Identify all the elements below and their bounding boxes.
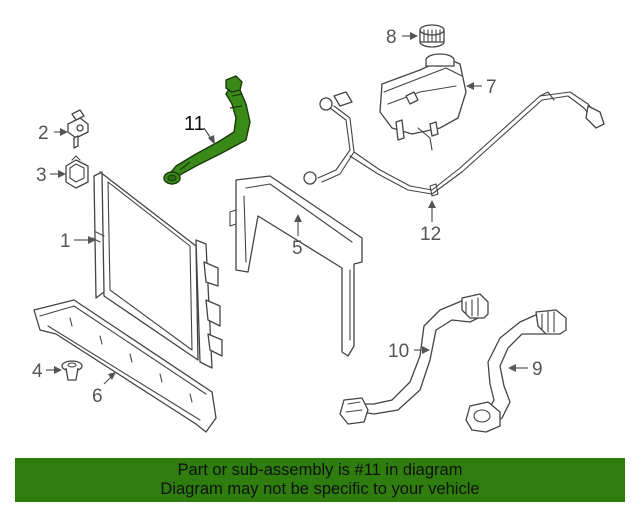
part-1-radiator[interactable] [91, 171, 223, 369]
banner-disclaimer: Diagram may not be specific to your vehi… [160, 480, 480, 498]
callout-12: 12 [420, 224, 441, 245]
callout-7: 7 [486, 77, 497, 98]
part-4-clip[interactable] [61, 360, 83, 381]
part-3-rubber-mount[interactable] [65, 155, 89, 189]
part-10-lower-hose[interactable] [339, 293, 489, 425]
callout-5: 5 [292, 238, 303, 259]
part-9-return-hose[interactable] [465, 309, 567, 433]
callout-3: 3 [36, 165, 47, 186]
parts-diagram: 1 2 3 4 5 6 7 8 9 10 11 12 [32, 24, 605, 433]
callout-8: 8 [386, 27, 397, 48]
part-7-expansion-tank[interactable] [379, 53, 467, 141]
callout-1: 1 [60, 231, 71, 252]
part-2-mount-bracket[interactable] [67, 109, 89, 149]
callout-10: 10 [388, 341, 409, 362]
callout-labels: 1 2 3 4 5 6 7 8 9 10 11 12 [32, 27, 543, 407]
callout-2: 2 [38, 123, 49, 144]
callout-11: 11 [184, 113, 205, 135]
leader-lines [46, 32, 528, 385]
callout-4: 4 [32, 361, 43, 382]
part-5-seal-frame[interactable] [229, 175, 363, 357]
info-banner: Part or sub-assembly is #11 in diagram D… [15, 458, 625, 502]
part-12-vent-line[interactable] [303, 91, 605, 197]
banner-part-note: Part or sub-assembly is #11 in diagram [177, 461, 463, 479]
callout-6: 6 [92, 386, 103, 407]
part-11-upper-hose[interactable] [163, 75, 251, 185]
part-6-air-deflector[interactable] [33, 299, 217, 433]
part-8-cap[interactable] [419, 24, 445, 48]
callout-9: 9 [532, 359, 543, 380]
